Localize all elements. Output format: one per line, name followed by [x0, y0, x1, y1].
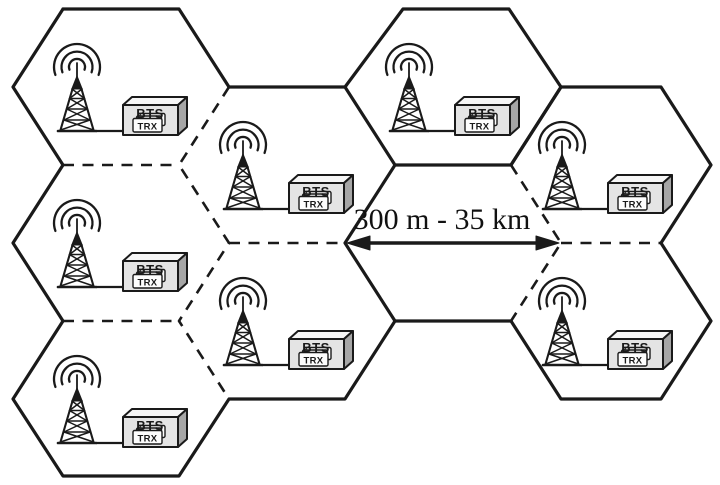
- cell-3: BTS TRX: [52, 354, 188, 448]
- radio-tower-icon: [52, 198, 102, 289]
- hexagon-grid: [11, 7, 713, 478]
- outer-boundary-left-zigzag: [11, 7, 513, 478]
- bts-label: BTS: [468, 106, 496, 121]
- internal-edge-left-zigzag: [177, 86, 231, 400]
- bts-label: BTS: [136, 418, 164, 433]
- cell-6: BTS TRX: [384, 42, 520, 136]
- trx-label: TRX: [304, 200, 324, 211]
- cell-4: BTS TRX: [218, 120, 354, 214]
- cell-8: BTS TRX: [537, 276, 673, 370]
- cell-1: BTS TRX: [52, 42, 188, 136]
- bts-label: BTS: [302, 340, 330, 355]
- radio-tower-icon: [384, 42, 434, 133]
- trx-label: TRX: [138, 122, 158, 133]
- trx-label: TRX: [304, 356, 324, 367]
- radio-tower-icon: [537, 120, 587, 211]
- top-center-cell-outline: [343, 7, 563, 167]
- radio-tower-icon: [52, 42, 102, 133]
- bts-label: BTS: [302, 184, 330, 199]
- range-arrow-head-right: [535, 235, 560, 251]
- bts-label: BTS: [621, 184, 649, 199]
- empty-center-cell-left-slopes: [343, 163, 397, 323]
- bts-label: BTS: [136, 262, 164, 277]
- bts-label: BTS: [136, 106, 164, 121]
- trx-label: TRX: [623, 356, 643, 367]
- radio-tower-icon: [537, 276, 587, 367]
- radio-tower-icon: [52, 354, 102, 445]
- cell-7: BTS TRX: [537, 120, 673, 214]
- cell-range-label: 300 m - 35 km: [354, 203, 531, 236]
- trx-label: TRX: [138, 434, 158, 445]
- radio-tower-icon: [218, 276, 268, 367]
- trx-label: TRX: [470, 122, 490, 133]
- radio-tower-icon: [218, 120, 268, 211]
- cell-2: BTS TRX: [52, 198, 188, 292]
- trx-label: TRX: [138, 278, 158, 289]
- bts-label: BTS: [621, 340, 649, 355]
- cell-5: BTS TRX: [218, 276, 354, 370]
- outer-boundary-top: [61, 7, 347, 89]
- cell-range-annotation: 300 m - 35 km: [346, 203, 560, 251]
- trx-label: TRX: [623, 200, 643, 211]
- range-arrow-head-left: [346, 235, 371, 251]
